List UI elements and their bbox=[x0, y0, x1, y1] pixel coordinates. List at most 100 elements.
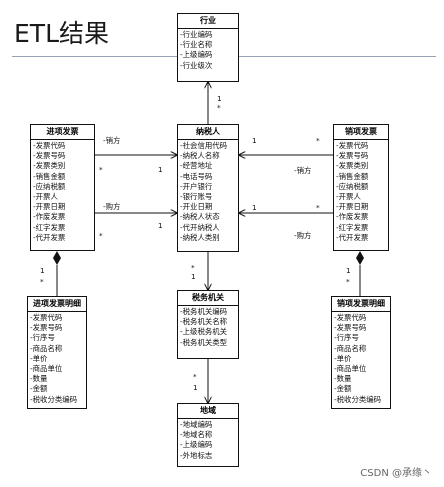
mult-industry-bottom: * bbox=[217, 103, 221, 112]
class-outgoing-detail-attr: -发票代码 bbox=[334, 313, 367, 322]
class-incoming-invoice: 进项发票 -发票代码 -发票号码 -发票类别 -销售金额 -应纳税额 -开票人 … bbox=[30, 124, 95, 251]
mult-outgoing-detail-bottom: * bbox=[346, 277, 350, 286]
class-incoming-detail-attr: -发票代码 bbox=[30, 313, 63, 322]
class-outgoing-invoice-attr: -销售金额 bbox=[336, 171, 369, 181]
class-outgoing-detail-attr: -行序号 bbox=[334, 333, 359, 343]
class-outgoing-detail-attr: -金额 bbox=[334, 384, 352, 394]
class-outgoing-invoice-attr: -发票代码 bbox=[336, 141, 369, 150]
class-taxpayer-attr: -纳税人名称 bbox=[180, 151, 220, 161]
class-outgoing-detail-attr: -发票号码 bbox=[334, 323, 367, 333]
class-outgoing-detail-attr: -税收分类编码 bbox=[334, 394, 382, 404]
role-outgoing-buyer: -购方 bbox=[294, 231, 312, 240]
class-incoming-invoice-attr: -开票日期 bbox=[33, 202, 66, 212]
class-tax-office-attr: -税务机关类型 bbox=[180, 337, 228, 347]
class-outgoing-invoice-attr: -开票人 bbox=[336, 192, 361, 202]
class-outgoing-detail-attr: -数量 bbox=[334, 374, 352, 384]
class-region-attr: -地域编码 bbox=[180, 420, 213, 429]
class-taxpayer-attr: -银行账号 bbox=[180, 192, 213, 202]
class-taxpayer-attr: -开业日期 bbox=[180, 202, 213, 212]
class-region-attr: -地域名称 bbox=[180, 430, 213, 440]
class-incoming-detail-attr: -金额 bbox=[30, 384, 48, 394]
class-incoming-invoice-attr: -代开发票 bbox=[33, 232, 66, 242]
class-incoming-invoice-attr: -红字发票 bbox=[33, 222, 66, 232]
class-taxpayer-name: 纳税人 bbox=[178, 125, 238, 140]
class-tax-office-name: 税务机关 bbox=[178, 291, 238, 306]
mult-taxoffice-region-top: * bbox=[193, 372, 197, 381]
class-taxpayer-attr: -社会信用代码 bbox=[180, 141, 228, 150]
mult-incoming-seller-right: 1 bbox=[158, 165, 163, 174]
mult-outgoing-seller-left: 1 bbox=[252, 136, 257, 145]
class-industry: 行业 -行业编码 -行业名称 -上级编码 -行业级次 bbox=[177, 13, 239, 82]
class-taxpayer-attr: -开户银行 bbox=[180, 181, 213, 191]
class-outgoing-invoice: 销项发票 -发票代码 -发票号码 -发票类别 -销售金额 -应纳税额 -开票人 … bbox=[333, 124, 389, 251]
class-taxpayer-attr: -纳税人状态 bbox=[180, 212, 220, 222]
mult-industry-top: 1 bbox=[217, 94, 222, 103]
class-outgoing-invoice-attr: -发票号码 bbox=[336, 151, 369, 161]
class-incoming-detail-name: 进项发票明细 bbox=[28, 297, 86, 312]
class-incoming-detail-attr: -单价 bbox=[30, 353, 48, 363]
class-taxpayer: 纳税人 -社会信用代码 -纳税人名称 -经营地址 -电话号码 -开户银行 -银行… bbox=[177, 124, 239, 252]
class-outgoing-detail: 销项发票明细 -发票代码 -发票号码 -行序号 -商品名称 -单价 -商品单位 … bbox=[331, 296, 391, 409]
class-outgoing-detail-attr: -商品单位 bbox=[334, 364, 367, 374]
class-outgoing-invoice-attr: -红字发票 bbox=[336, 222, 369, 232]
class-outgoing-invoice-attr: -作废发票 bbox=[336, 212, 369, 222]
class-tax-office-attr: -税务机关编码 bbox=[180, 307, 228, 316]
class-tax-office-attr: -税务机关名称 bbox=[180, 317, 228, 327]
role-incoming-buyer: -购方 bbox=[103, 202, 121, 211]
class-outgoing-invoice-attr: -开票日期 bbox=[336, 202, 369, 212]
role-outgoing-seller: -销方 bbox=[294, 166, 312, 175]
mult-taxoffice-region-bottom: 1 bbox=[193, 383, 198, 392]
mult-outgoing-buyer-right: * bbox=[316, 203, 320, 212]
mult-outgoing-detail-top: 1 bbox=[346, 266, 351, 275]
class-incoming-invoice-attr: -应纳税额 bbox=[33, 181, 66, 191]
class-incoming-detail-attr: -数量 bbox=[30, 374, 48, 384]
class-incoming-invoice-name: 进项发票 bbox=[31, 125, 94, 140]
mult-incoming-detail-top: 1 bbox=[40, 266, 45, 275]
page-title: ETL结果 bbox=[14, 19, 109, 48]
mult-outgoing-buyer-left: 1 bbox=[252, 203, 257, 212]
class-industry-attr: -行业名称 bbox=[180, 40, 213, 50]
mult-taxpayer-taxoffice-top: * bbox=[191, 263, 195, 272]
class-incoming-invoice-attr: -开票人 bbox=[33, 192, 58, 202]
class-industry-name: 行业 bbox=[178, 14, 238, 29]
mult-taxpayer-taxoffice-bottom: 1 bbox=[191, 272, 196, 281]
mult-incoming-buyer-right: 1 bbox=[158, 221, 163, 230]
class-taxpayer-attr: -纳税人类别 bbox=[180, 232, 220, 242]
class-outgoing-invoice-attr: -代开发票 bbox=[336, 232, 369, 242]
class-outgoing-invoice-attr: -发票类别 bbox=[336, 161, 369, 171]
class-industry-attr: -行业编码 bbox=[180, 30, 213, 39]
class-outgoing-invoice-attr: -应纳税额 bbox=[336, 181, 369, 191]
class-taxpayer-attr: -代开纳税人 bbox=[180, 222, 220, 232]
class-incoming-invoice-attr: -销售金额 bbox=[33, 171, 66, 181]
class-taxpayer-attr: -经营地址 bbox=[180, 161, 213, 171]
class-taxpayer-attr: -电话号码 bbox=[180, 171, 213, 181]
class-tax-office: 税务机关 -税务机关编码 -税务机关名称 -上级税务机关 -税务机关类型 bbox=[177, 290, 239, 359]
class-incoming-invoice-attr: -发票号码 bbox=[33, 151, 66, 161]
class-incoming-invoice-attr: -发票代码 bbox=[33, 141, 66, 150]
class-industry-attr: -上级编码 bbox=[180, 50, 213, 60]
mult-incoming-seller-left: * bbox=[99, 165, 103, 174]
composition-diamond-right bbox=[356, 251, 364, 265]
class-industry-attr: -行业级次 bbox=[180, 60, 213, 70]
class-tax-office-attr: -上级税务机关 bbox=[180, 327, 228, 337]
composition-diamond-left bbox=[53, 251, 61, 265]
class-incoming-invoice-attr: -作废发票 bbox=[33, 212, 66, 222]
class-region-attr: -上级编码 bbox=[180, 440, 213, 450]
class-outgoing-detail-attr: -商品名称 bbox=[334, 343, 367, 353]
class-incoming-detail-attr: -税收分类编码 bbox=[30, 394, 78, 404]
class-incoming-invoice-attr: -发票类别 bbox=[33, 161, 66, 171]
class-region-attr: -外地标志 bbox=[180, 450, 213, 460]
class-outgoing-invoice-name: 销项发票 bbox=[334, 125, 388, 140]
class-incoming-detail-attr: -商品名称 bbox=[30, 343, 63, 353]
class-incoming-detail: 进项发票明细 -发票代码 -发票号码 -行序号 -商品名称 -单价 -商品单位 … bbox=[27, 296, 87, 409]
class-outgoing-detail-attr: -单价 bbox=[334, 353, 352, 363]
mult-incoming-buyer-left: * bbox=[99, 231, 103, 240]
class-incoming-detail-attr: -行序号 bbox=[30, 333, 55, 343]
class-incoming-detail-attr: -商品单位 bbox=[30, 364, 63, 374]
mult-incoming-detail-bottom: * bbox=[40, 277, 44, 286]
class-outgoing-detail-name: 销项发票明细 bbox=[332, 297, 390, 312]
mult-outgoing-seller-right: * bbox=[316, 136, 320, 145]
class-region: 地域 -地域编码 -地域名称 -上级编码 -外地标志 bbox=[177, 403, 239, 467]
watermark: CSDN @承缘丶 bbox=[360, 468, 432, 479]
